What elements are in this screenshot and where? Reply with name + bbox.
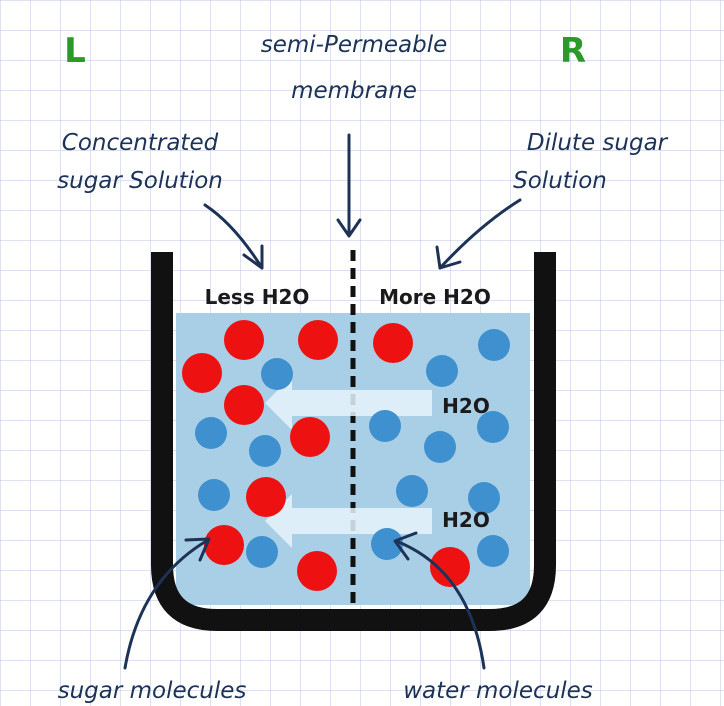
water-pointer-arrowhead [393, 531, 418, 561]
concentrated-pointer-arrowhead [242, 244, 264, 270]
sugar-molecule [298, 320, 338, 360]
water-molecule [246, 536, 278, 568]
dilute-label-line2: Solution [513, 168, 607, 194]
water-molecule [478, 329, 510, 361]
sugar-pointer-arrow [123, 538, 210, 670]
water-molecule [477, 411, 509, 443]
sugar-molecule [224, 320, 264, 360]
water-molecule [371, 528, 403, 560]
sugar-molecule [204, 525, 244, 565]
sugar-molecule [246, 477, 286, 517]
sugar-molecule [297, 551, 337, 591]
concentrated-label-line2: sugar Solution [57, 168, 223, 194]
sugar-pointer-arrowhead [184, 537, 211, 562]
water-molecules-group [195, 329, 510, 568]
water-molecule [424, 431, 456, 463]
water-pointer-arrow [394, 539, 486, 670]
left-side-label: L [64, 31, 86, 71]
sugar-molecule [224, 385, 264, 425]
flow-label-top: H2O [442, 394, 490, 418]
water-molecules-caption: water molecules [403, 678, 593, 704]
beaker [151, 252, 556, 631]
sugar-molecules-caption: sugar molecules [58, 678, 247, 704]
sugar-molecules-group [182, 320, 470, 591]
right-side-label: R [560, 31, 586, 71]
water-molecule [426, 355, 458, 387]
water-molecule [195, 417, 227, 449]
sugar-molecule [430, 547, 470, 587]
membrane-title-line2: membrane [291, 78, 417, 104]
concentrated-pointer-arrow [203, 203, 264, 270]
water-molecule [198, 479, 230, 511]
dilute-pointer-arrow [438, 198, 522, 270]
water-molecule [261, 358, 293, 390]
water-molecule [477, 535, 509, 567]
water-flow-arrow-bottom[interactable] [265, 494, 432, 548]
water-molecule [468, 482, 500, 514]
sugar-molecule [290, 417, 330, 457]
water-molecule [396, 475, 428, 507]
membrane-title-line1: semi-Permeable [261, 32, 448, 58]
concentrated-label-line1: Concentrated [62, 130, 219, 156]
dilute-pointer-arrowhead [435, 245, 462, 270]
sugar-molecule [373, 323, 413, 363]
dilute-label-line1: Dilute sugar [527, 130, 669, 156]
sugar-molecule [182, 353, 222, 393]
water-molecule [249, 435, 281, 467]
more-water-label: More H2O [379, 285, 491, 309]
membrane-pointer-arrowhead [336, 218, 362, 238]
less-water-label: Less H2O [205, 285, 310, 309]
water-molecule [369, 410, 401, 442]
flow-label-bottom: H2O [442, 508, 490, 532]
water-flow-arrow-top[interactable] [265, 376, 432, 430]
